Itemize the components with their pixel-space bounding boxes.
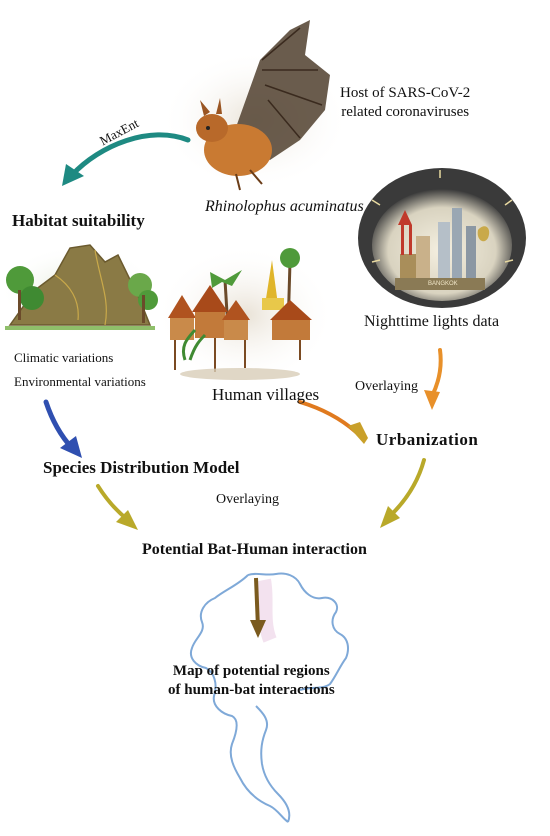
villages-label: Human villages xyxy=(212,385,320,404)
potential-interaction-label: Potential Bat-Human interaction xyxy=(142,541,367,558)
villages-to-urbanization-arrowhead xyxy=(348,422,368,444)
maxent-arrowhead xyxy=(62,164,84,186)
thailand-map xyxy=(190,572,349,823)
nighttime-to-urbanization-arrowhead xyxy=(424,390,440,410)
nighttime-to-urbanization-arrow xyxy=(430,348,443,398)
nighttime-label: Nighttime lights data xyxy=(364,313,500,330)
city-sign: BANGKOK xyxy=(428,281,458,287)
host-label-line1: Host of SARS-CoV-2 xyxy=(340,85,471,101)
urbanization-label: Urbanization xyxy=(376,430,479,449)
environmental-label: Environmental variations xyxy=(14,374,146,389)
villages-illustration xyxy=(155,245,335,385)
species-name: Rhinolophus acuminatus xyxy=(205,198,364,215)
map-label-line1: Map of potential regions xyxy=(172,663,330,679)
map-arrow xyxy=(254,577,260,629)
sdm-label: Species Distribution Model xyxy=(43,458,240,477)
host-label-line2: related coronaviruses xyxy=(341,103,470,120)
bat-illustration xyxy=(160,20,350,191)
urbanization-to-potential-arrow xyxy=(390,458,426,516)
overlaying-label-1: Overlaying xyxy=(355,379,418,394)
habitat-to-sdm-arrowhead xyxy=(60,436,82,458)
map-label: Map of potential regions of human-bat in… xyxy=(168,662,335,700)
maxent-arrow xyxy=(69,132,191,178)
nighttime-illustration: BANGKOK xyxy=(358,168,526,308)
habitat-title: Habitat suitability xyxy=(12,211,145,230)
climatic-label: Climatic variations xyxy=(14,350,114,365)
sdm-to-potential-arrowhead xyxy=(116,510,138,530)
urbanization-to-potential-arrowhead xyxy=(380,506,400,528)
map-arrowhead xyxy=(250,620,266,638)
host-label: Host of SARS-CoV-2 related coronaviruses xyxy=(340,84,470,122)
overlaying-label-2: Overlaying xyxy=(216,492,279,507)
habitat-to-sdm-arrow xyxy=(43,399,75,451)
map-label-line2: of human-bat interactions xyxy=(168,681,335,698)
habitat-illustration xyxy=(0,244,158,335)
villages-to-urbanization-arrow xyxy=(298,400,358,434)
